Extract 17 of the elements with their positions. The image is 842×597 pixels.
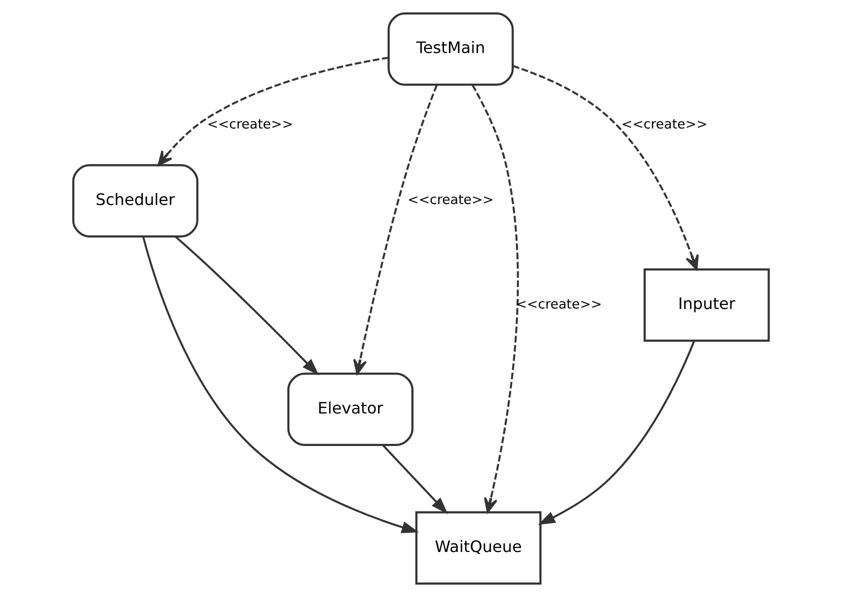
arrow [472,84,519,513]
node-box: Inputer [644,268,770,342]
edge-label: <<create>> [408,193,494,208]
edge-label: <<create>> [621,117,708,132]
node-box: Scheduler [72,164,198,238]
arrow [538,340,696,525]
arrow [158,56,389,166]
arrow [353,84,438,374]
arrow [142,236,419,534]
node-box: TestMain [388,12,514,86]
edge-label: <<create>> [207,117,294,132]
arrow [174,236,319,376]
node-box: WaitQueue [415,511,542,585]
node-box: Elevator [287,372,414,446]
arrow [382,444,448,514]
arrow [512,65,699,270]
edge-label: <<create>> [516,297,602,312]
